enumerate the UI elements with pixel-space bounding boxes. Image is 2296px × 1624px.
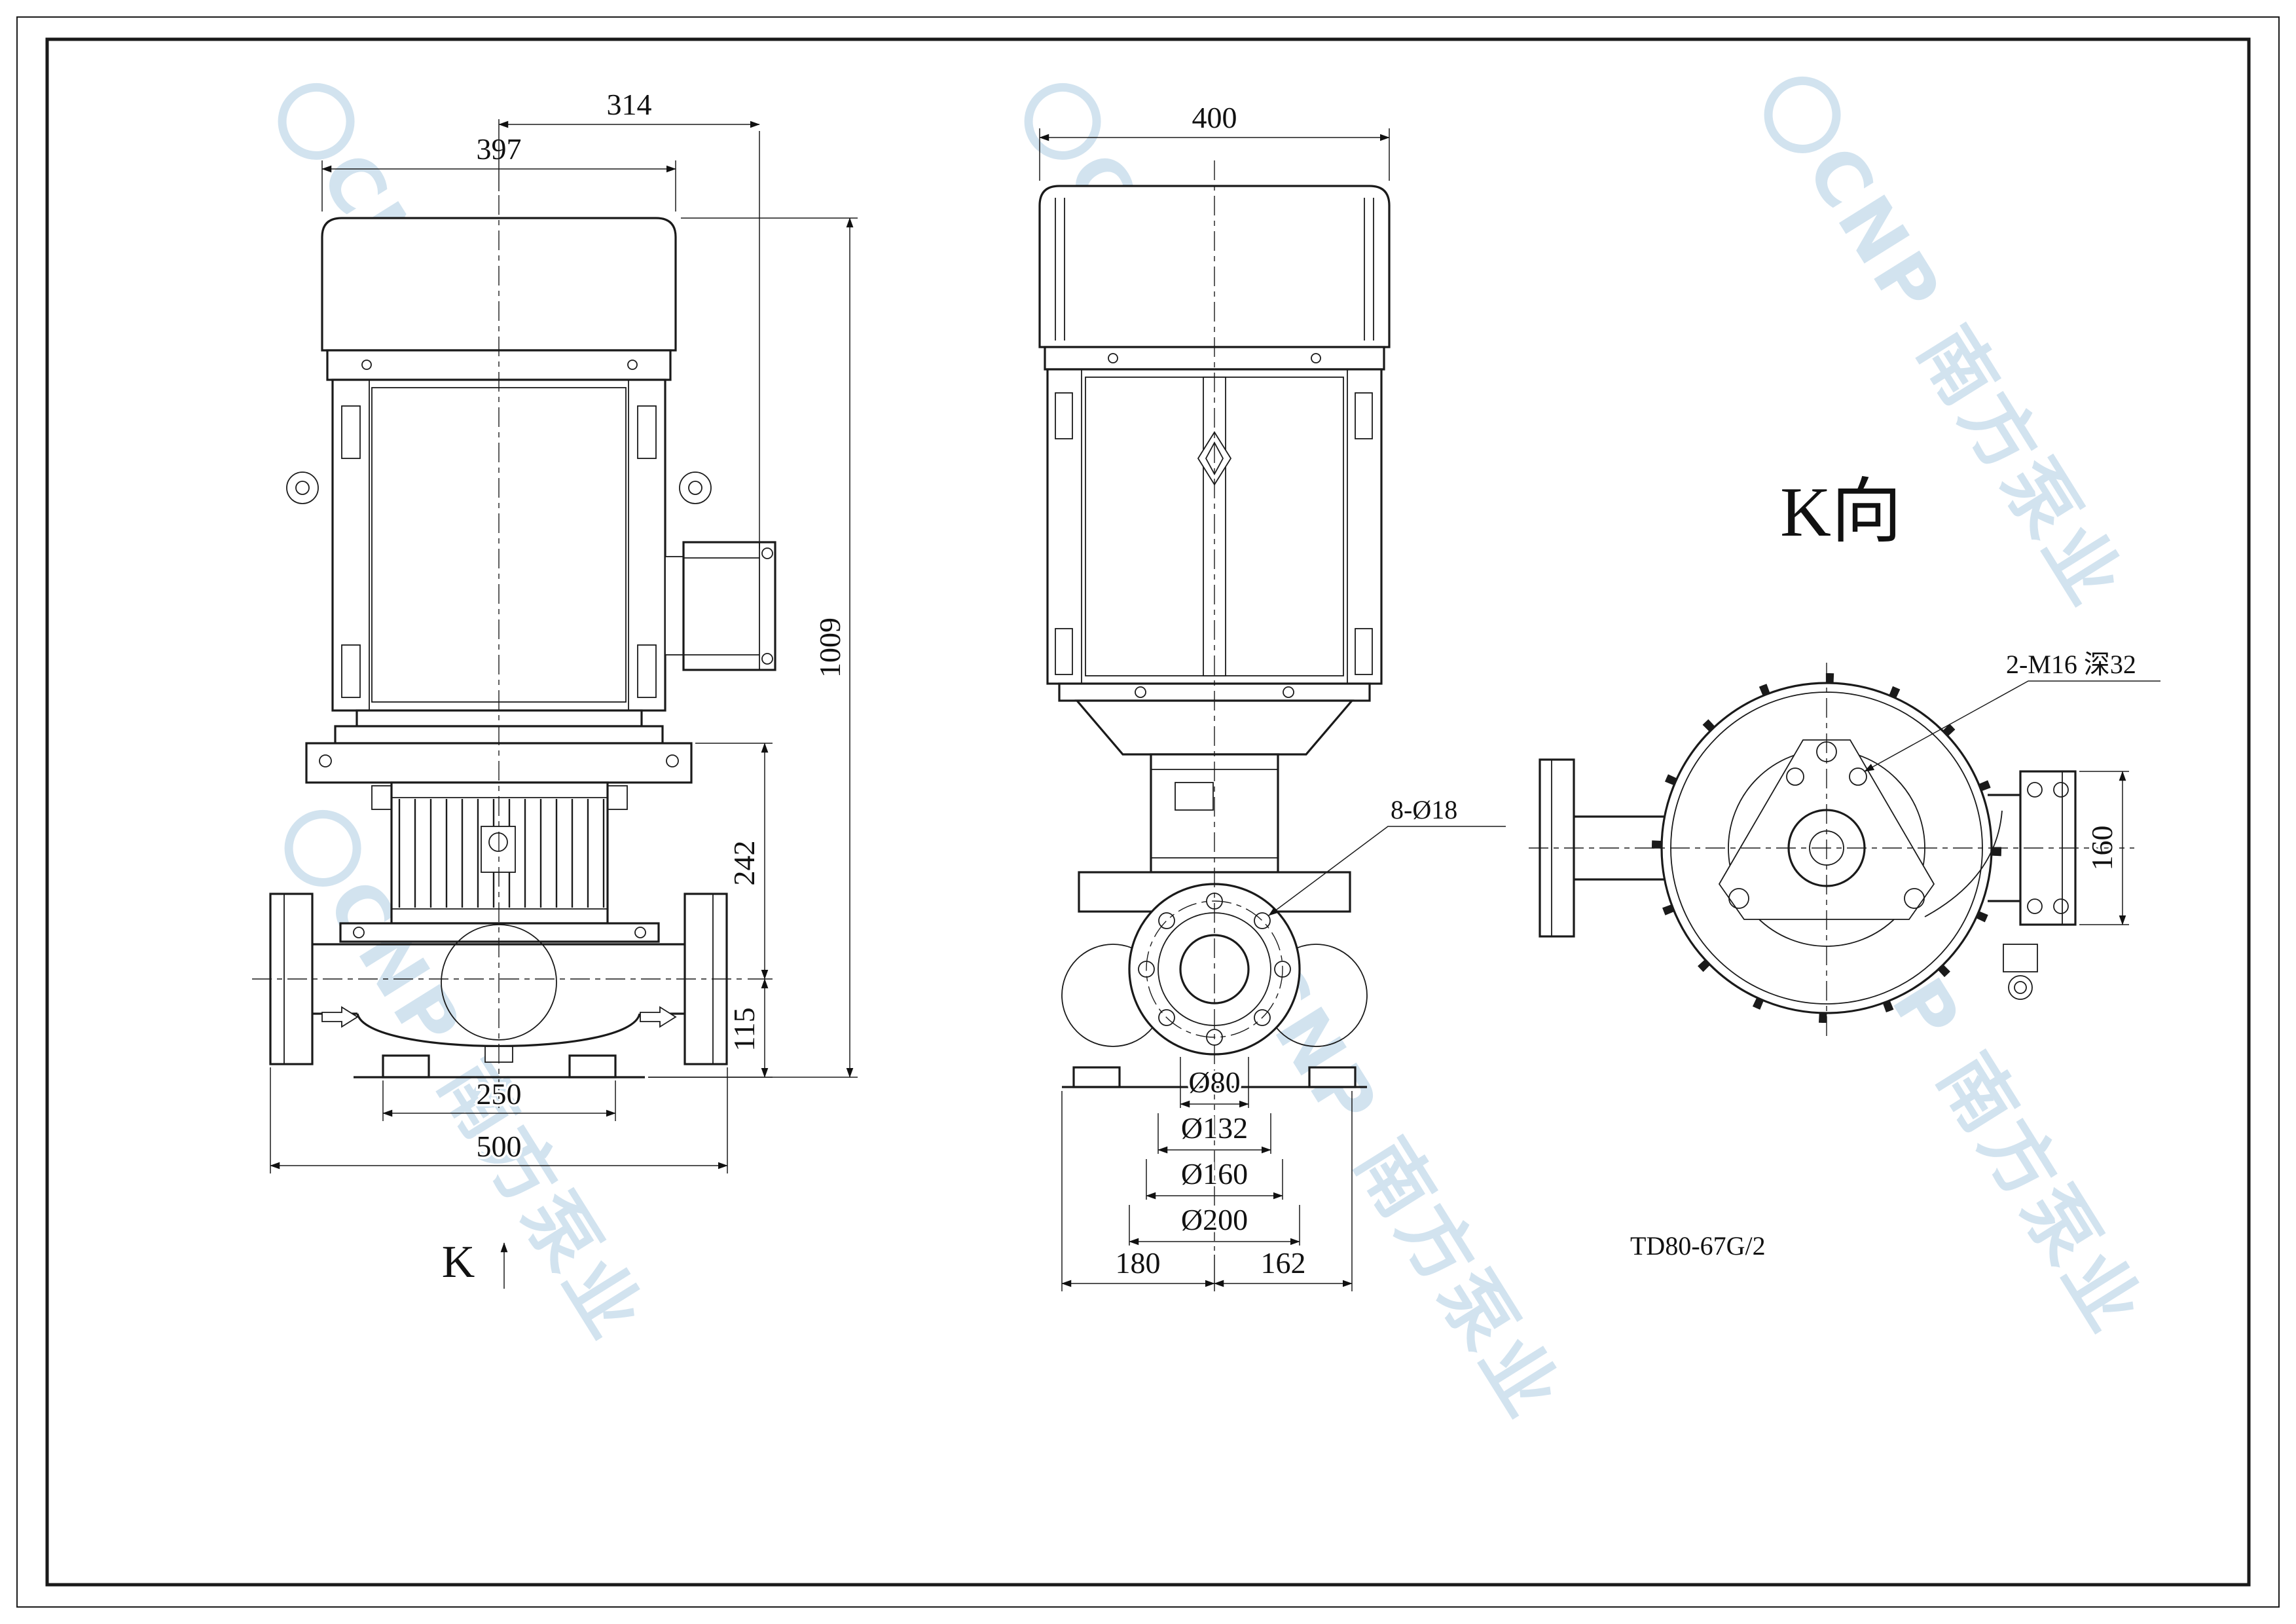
dim-400-label: 400 bbox=[1192, 101, 1237, 134]
dia-160-label: Ø160 bbox=[1181, 1157, 1248, 1190]
bolt-holes-label: 8-Ø18 bbox=[1391, 795, 1457, 824]
sheet-border bbox=[16, 16, 2280, 1608]
dia-200-label: Ø200 bbox=[1181, 1203, 1248, 1236]
dim-500-label: 500 bbox=[477, 1130, 522, 1163]
front-lifting-eyes bbox=[286, 471, 712, 504]
dia-132-label: Ø132 bbox=[1181, 1111, 1248, 1145]
side-view: 400 8-Ø18 Ø80 Ø132 Ø160 Ø200 180 bbox=[1038, 99, 1506, 1291]
dim-160-label: 160 bbox=[2085, 826, 2119, 871]
tapped-hole bbox=[1849, 767, 1867, 786]
cnp-logo-ring-icon bbox=[1764, 76, 1841, 153]
front-view: 397 314 1009 242 115 250 500 bbox=[252, 86, 858, 1289]
dim-180-label: 180 bbox=[1116, 1246, 1161, 1280]
k-view-title: K向 bbox=[1780, 473, 1902, 551]
tapped-hole bbox=[1786, 767, 1804, 786]
front-volute bbox=[269, 893, 728, 1079]
flow-arrow-in-icon bbox=[321, 1006, 359, 1028]
k-view: K向 bbox=[1529, 473, 2160, 1263]
dim-314-label: 314 bbox=[607, 88, 652, 121]
dim-250-label: 250 bbox=[477, 1077, 522, 1111]
dim-162-label: 162 bbox=[1261, 1246, 1306, 1280]
dia-80-label: Ø80 bbox=[1188, 1065, 1240, 1099]
front-motor-stool bbox=[305, 709, 693, 943]
side-dimensions: 400 8-Ø18 Ø80 Ø132 Ø160 Ø200 180 bbox=[1039, 99, 1506, 1291]
model-number-label: TD80-67G/2 bbox=[1630, 1231, 1766, 1261]
tap-note-label: 2-M16 深32 bbox=[2006, 650, 2136, 679]
cnp-logo-ring-icon bbox=[1024, 83, 1101, 160]
k-direction-label: K bbox=[442, 1237, 475, 1287]
dim-242-label: 242 bbox=[727, 841, 761, 886]
front-terminal-box bbox=[665, 541, 776, 671]
k-dimensions: 2-M16 深32 160 bbox=[1864, 648, 2160, 925]
flow-arrow-out-icon bbox=[640, 1006, 677, 1028]
front-dimensions: 397 314 1009 242 115 250 500 bbox=[270, 86, 858, 1289]
cnp-logo-ring-icon bbox=[278, 83, 355, 160]
dim-1009-label: 1009 bbox=[813, 618, 847, 678]
cnp-logo-ring-icon bbox=[284, 809, 361, 887]
dim-115-label: 115 bbox=[727, 1007, 761, 1051]
